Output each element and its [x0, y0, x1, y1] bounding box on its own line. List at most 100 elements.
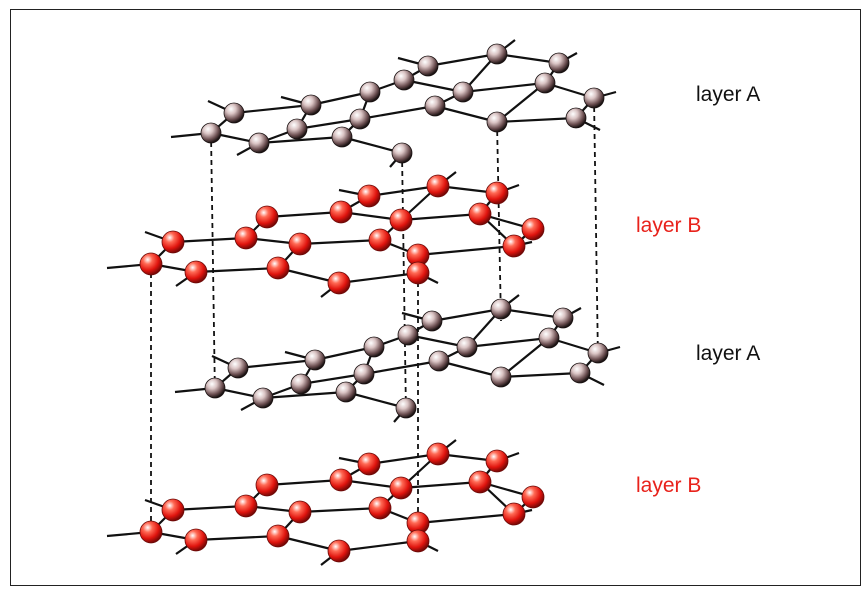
layer-b-atom: [426, 174, 450, 198]
layer-b-atom: [485, 181, 509, 205]
bond: [363, 359, 440, 376]
layer-a-atom: [452, 81, 474, 103]
bond: [262, 390, 347, 400]
layer-b-atom: [468, 470, 492, 494]
layer-a-atom: [304, 349, 326, 371]
layer-b-atom: [406, 261, 430, 285]
layer-b-atom: [288, 232, 312, 256]
layer-a-atom: [393, 69, 415, 91]
layer-a-atom: [331, 126, 353, 148]
layer-a-atom: [359, 81, 381, 103]
layer-a-top-label: layer A: [696, 83, 760, 106]
atom-set: [139, 43, 609, 563]
layer-b-lower-label: layer B: [636, 474, 701, 497]
layer-a-atom: [227, 357, 249, 379]
layer-b-atom: [161, 498, 185, 522]
bond: [338, 271, 419, 285]
layer-b-atom: [139, 520, 163, 544]
layer-b-atom: [389, 208, 413, 232]
bond: [466, 336, 550, 349]
bond: [300, 372, 365, 386]
layer-a-atom: [587, 342, 609, 364]
layer-b-atom: [255, 473, 279, 497]
layer-b-atom: [329, 200, 353, 224]
layer-a-atom: [456, 336, 478, 358]
layer-b-atom: [357, 184, 381, 208]
layer-a-atom: [349, 108, 371, 130]
layer-a-atom: [363, 336, 385, 358]
layer-b-atom: [521, 217, 545, 241]
bond: [266, 478, 342, 487]
layer-a-atom: [486, 43, 508, 65]
figure-frame: [10, 9, 861, 586]
layer-b-atom: [184, 528, 208, 552]
layer-a-atom: [548, 52, 570, 74]
layer-b-atom: [468, 202, 492, 226]
layer-a-atom: [223, 102, 245, 124]
layer-b-atom: [406, 529, 430, 553]
layer-b-atom: [266, 256, 290, 280]
layer-a-atom: [490, 298, 512, 320]
stacking-dashed-line: [496, 121, 502, 322]
layer-b-atom: [327, 539, 351, 563]
bond: [195, 266, 279, 274]
layer-a-atom: [200, 122, 222, 144]
layer-b-atom: [502, 234, 526, 258]
layer-b-atom: [255, 205, 279, 229]
layer-a-atom: [534, 72, 556, 94]
layer-a-atom: [490, 366, 512, 388]
bond: [417, 244, 515, 257]
layer-a-atom: [248, 132, 270, 154]
layer-b-atom: [329, 468, 353, 492]
layer-a-atom: [569, 362, 591, 384]
layer-b-atom: [139, 252, 163, 276]
layer-a-atom: [552, 307, 574, 329]
layer-a-atom: [428, 350, 450, 372]
bond: [237, 358, 316, 370]
bond: [438, 359, 502, 379]
layer-a-atom: [565, 107, 587, 129]
bond: [462, 81, 546, 94]
layer-a-atom: [538, 327, 560, 349]
layer-b-atom: [426, 442, 450, 466]
layer-a-atom: [424, 95, 446, 117]
bond: [400, 480, 481, 490]
layer-a-atom: [204, 377, 226, 399]
layer-a-atom: [353, 363, 375, 385]
bond: [266, 210, 342, 219]
layer-b-atom: [234, 494, 258, 518]
layer-a-lower-label: layer A: [696, 342, 760, 365]
bond: [400, 212, 481, 222]
layer-b-atom: [327, 271, 351, 295]
stacking-connectors: [150, 97, 599, 540]
layer-a-atom: [395, 397, 417, 419]
layer-b-atom: [288, 500, 312, 524]
layer-b-atom: [502, 502, 526, 526]
layer-b-atom: [234, 226, 258, 250]
stacking-dashed-line: [593, 97, 599, 361]
layer-a-atom: [417, 55, 439, 77]
layer-a-atom: [486, 111, 508, 133]
bond: [368, 452, 439, 466]
layer-a-atom: [391, 142, 413, 164]
layer-b-upper-label: layer B: [636, 214, 701, 237]
bond: [172, 504, 247, 512]
layer-a-atom: [421, 310, 443, 332]
bond: [368, 184, 439, 198]
bond: [258, 135, 343, 145]
bond: [233, 103, 312, 115]
bond: [434, 104, 498, 124]
layer-a-atom: [252, 387, 274, 409]
layer-b-atom: [357, 452, 381, 476]
layer-b-atom: [485, 449, 509, 473]
layer-b-atom: [184, 260, 208, 284]
bond: [427, 52, 498, 68]
bond: [496, 52, 560, 65]
bond: [496, 116, 577, 124]
layer-a-atom: [286, 118, 308, 140]
stacking-dashed-line: [210, 132, 216, 398]
layer-b-atom: [521, 485, 545, 509]
stacking-dashed-line: [401, 152, 407, 414]
bond: [296, 117, 361, 131]
